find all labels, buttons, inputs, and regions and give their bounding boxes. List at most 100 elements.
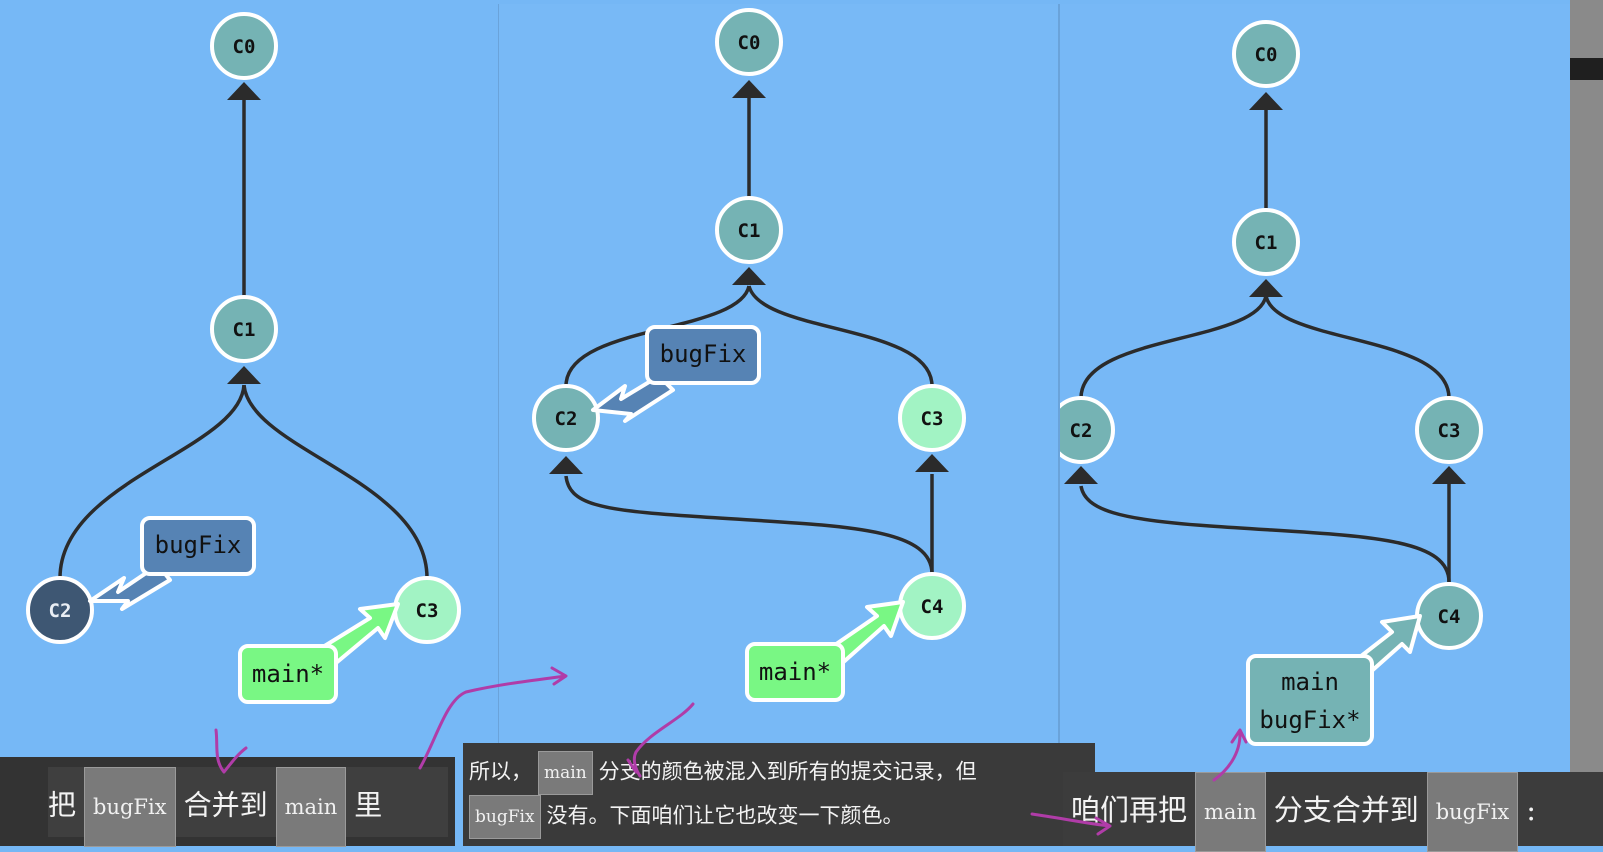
edge-c4-c2 <box>1079 485 1451 583</box>
caption-text: 没有。下面咱们让它也改变一下颜色。 <box>546 803 904 828</box>
commit-label: C2 <box>1070 420 1093 442</box>
arrowhead-c1 <box>1249 279 1283 297</box>
commit-c0: C0 <box>715 8 783 76</box>
branch-label: main* <box>759 658 831 686</box>
caption-text-middle: 合并到 <box>183 788 268 822</box>
edge-c2-c1 <box>1079 295 1268 399</box>
branch-box <box>140 516 256 576</box>
edge-c2-c1 <box>58 384 246 579</box>
commit-label: C0 <box>738 32 761 54</box>
arrowhead-c0 <box>1249 92 1283 110</box>
commit-label: C3 <box>416 600 439 622</box>
code-tag-bugfix: bugFix <box>469 795 541 839</box>
caption-text-after: : <box>1526 793 1537 827</box>
arrowhead-c2 <box>1064 466 1098 484</box>
caption-text-before: 把 <box>48 788 77 822</box>
commit-c3: C3 <box>898 384 966 452</box>
commit-circle <box>1060 396 1115 464</box>
branch-box <box>645 325 761 385</box>
commit-c4: C4 <box>898 572 966 640</box>
commit-c2: C2 <box>532 384 600 452</box>
commit-circle <box>532 384 600 452</box>
commit-c4: C4 <box>1415 582 1483 650</box>
commit-graph-3: C0 C1 C2 C3 C4 main bugFix* <box>1060 20 1483 746</box>
commit-graph-2: C0 C1 C2 C3 C4 bugFix main* <box>532 8 966 702</box>
panel-after-merge-into-main: C0 C1 C2 C3 C4 bugFix main* <box>498 4 1059 846</box>
commit-c2: C2 <box>1060 396 1115 464</box>
branch-arrow <box>591 374 675 423</box>
edge-c3-c1 <box>242 384 429 579</box>
branch-main: main* <box>238 602 400 704</box>
commit-label: C2 <box>49 600 72 622</box>
code-tag-bugfix: bugFix <box>84 767 176 847</box>
commit-circle <box>898 384 966 452</box>
commit-label: C1 <box>738 220 761 242</box>
commit-circle <box>26 576 94 644</box>
panel-before-merge: C0 C1 C2 C3 bugFix main* <box>0 0 500 846</box>
branch-arrow <box>827 600 905 668</box>
window-edge-top <box>1570 58 1603 80</box>
commit-circle <box>1232 20 1300 88</box>
commit-label: C2 <box>555 408 578 430</box>
arrowhead-c3 <box>915 454 949 472</box>
commit-c3: C3 <box>393 576 461 644</box>
edge-c3-c1 <box>747 285 934 387</box>
edge-c4-c2 <box>564 475 934 575</box>
commit-c1: C1 <box>715 196 783 264</box>
commit-c1: C1 <box>210 295 278 363</box>
commit-label: C4 <box>921 596 944 618</box>
branch-label-bugfix: bugFix* <box>1259 706 1360 734</box>
arrowhead-c2 <box>549 456 583 474</box>
window-edge <box>1570 0 1603 846</box>
commit-graph-1: C0 C1 C2 C3 bugFix main* <box>26 12 461 704</box>
caption-text: 分支的颜色被混入到所有的提交记录，但 <box>598 759 977 784</box>
panel-after-merge-into-bugfix: C0 C1 C2 C3 C4 main bugFix* <box>1058 4 1572 846</box>
arrowhead-c1 <box>227 366 261 384</box>
commit-label: C4 <box>1438 606 1461 628</box>
commit-label: C0 <box>1255 44 1278 66</box>
branch-label: bugFix <box>155 531 242 559</box>
branch-box <box>1246 654 1374 746</box>
commit-label: C3 <box>921 408 944 430</box>
branch-box <box>238 644 338 704</box>
commit-c1: C1 <box>1232 208 1300 276</box>
arrowhead-c0 <box>227 82 261 100</box>
commit-label: C1 <box>233 319 256 341</box>
caption-text-middle: 分支合并到 <box>1273 793 1419 827</box>
caption-text-after: 里 <box>354 788 383 822</box>
branch-box <box>745 642 845 702</box>
commit-c3: C3 <box>1415 396 1483 464</box>
commit-c0: C0 <box>1232 20 1300 88</box>
branch-label: bugFix <box>660 340 747 368</box>
caption-text-before: 咱们再把 <box>1071 793 1188 827</box>
commit-label: C0 <box>233 36 256 58</box>
commit-label: C3 <box>1438 420 1461 442</box>
arrowhead-c0 <box>732 80 766 98</box>
commit-circle <box>715 8 783 76</box>
commit-c0: C0 <box>210 12 278 80</box>
branch-bugfix: bugFix <box>88 516 256 611</box>
commit-c2: C2 <box>26 576 94 644</box>
code-tag-main: main <box>275 767 347 847</box>
branch-main: main* <box>745 600 905 702</box>
commit-circle <box>715 196 783 264</box>
edge-c3-c1 <box>1264 295 1451 399</box>
arrowhead-c3 <box>1432 466 1466 484</box>
commit-circle <box>1232 208 1300 276</box>
code-tag-main: main <box>538 751 593 795</box>
code-tag-main: main <box>1195 772 1266 852</box>
code-tag-bugfix: bugFix <box>1426 772 1519 852</box>
commit-circle <box>210 295 278 363</box>
commit-circle <box>1415 396 1483 464</box>
arrowhead-c1 <box>732 267 766 285</box>
branch-main-bugfix: main bugFix* <box>1246 614 1422 746</box>
commit-label: C1 <box>1255 232 1278 254</box>
caption-text: 所以， <box>469 759 532 784</box>
branch-label-main: main <box>1281 668 1339 696</box>
